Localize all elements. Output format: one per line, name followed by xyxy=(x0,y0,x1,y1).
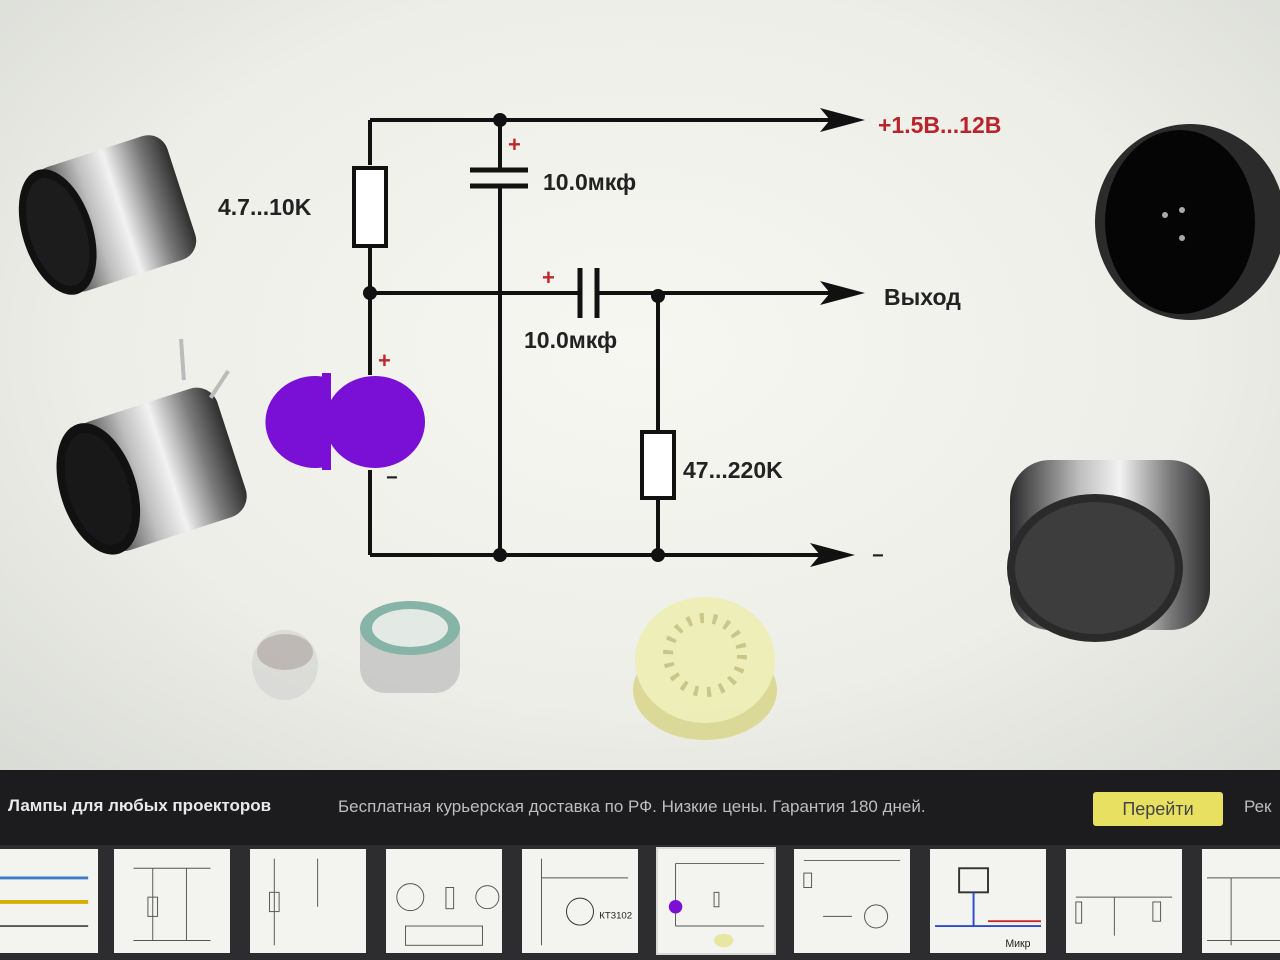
c2-value-label: 10.0мкф xyxy=(524,327,617,353)
mic-minus-sign: − xyxy=(386,467,398,489)
mic-photo-bottom-right xyxy=(1007,460,1210,642)
thumbnail-5[interactable]: КТ3102 xyxy=(520,847,640,955)
resistor-r1 xyxy=(352,166,388,248)
r2-value-label: 47...220K xyxy=(683,457,783,483)
supply-voltage-label: +1.5В...12В xyxy=(878,112,1001,138)
thumbnail-10[interactable] xyxy=(1200,847,1280,955)
mic-photo-small-2 xyxy=(360,601,460,693)
thumbnail-6-active[interactable] xyxy=(656,847,776,955)
r1-value-label: 4.7...10K xyxy=(218,194,312,220)
mic-plus-sign: + xyxy=(378,348,391,373)
mic-photo-mid-left xyxy=(56,338,247,555)
ground-minus-sign: − xyxy=(872,545,884,567)
thumbnail-3[interactable] xyxy=(248,847,368,955)
ad-title[interactable]: Лампы для любых проекторов xyxy=(8,796,272,815)
electret-mic-symbol xyxy=(265,373,425,470)
microphone-schematic: +1.5В...12В 4.7...10K 10.0мкф 10.0мкф Вы… xyxy=(18,108,1280,740)
c1-plus-sign: + xyxy=(508,132,521,157)
output-label: Выход xyxy=(884,284,961,310)
thumbnail-8[interactable]: Микр xyxy=(928,847,1048,955)
thumbnail-4[interactable] xyxy=(384,847,504,955)
ad-more-label: Рек xyxy=(1244,797,1272,816)
thumbnail-7[interactable] xyxy=(792,847,912,955)
wire-arrows xyxy=(810,108,865,567)
ad-banner[interactable]: Лампы для любых проекторов Бесплатная ку… xyxy=(0,770,1280,845)
thumbnail-1[interactable] xyxy=(0,847,100,955)
junction-dots xyxy=(363,113,665,562)
thumbnail-strip: КТ3102 Микр xyxy=(0,845,1280,960)
c2-plus-sign: + xyxy=(542,265,555,290)
mic-photo-top-right xyxy=(1095,124,1280,320)
ad-description: Бесплатная курьерская доставка по РФ. Ни… xyxy=(338,797,926,816)
capacitor-c2 xyxy=(577,268,600,318)
thumbnail-9[interactable] xyxy=(1064,847,1184,955)
thumbnail-8-caption: Микр xyxy=(1005,938,1030,950)
c1-value-label: 10.0мкф xyxy=(543,169,636,195)
ad-go-button[interactable]: Перейти xyxy=(1093,792,1223,826)
image-viewer: +1.5В...12В 4.7...10K 10.0мкф 10.0мкф Вы… xyxy=(0,0,1280,770)
thumbnail-2[interactable] xyxy=(112,847,232,955)
mic-photo-small-1 xyxy=(252,630,318,700)
resistor-r2 xyxy=(640,430,676,500)
capacitor-c1 xyxy=(470,167,528,189)
mic-photo-capsule xyxy=(633,597,777,740)
mic-photo-top-left xyxy=(18,135,197,295)
thumbnail-5-caption: КТ3102 xyxy=(599,910,632,921)
circuit-wires xyxy=(368,118,830,557)
